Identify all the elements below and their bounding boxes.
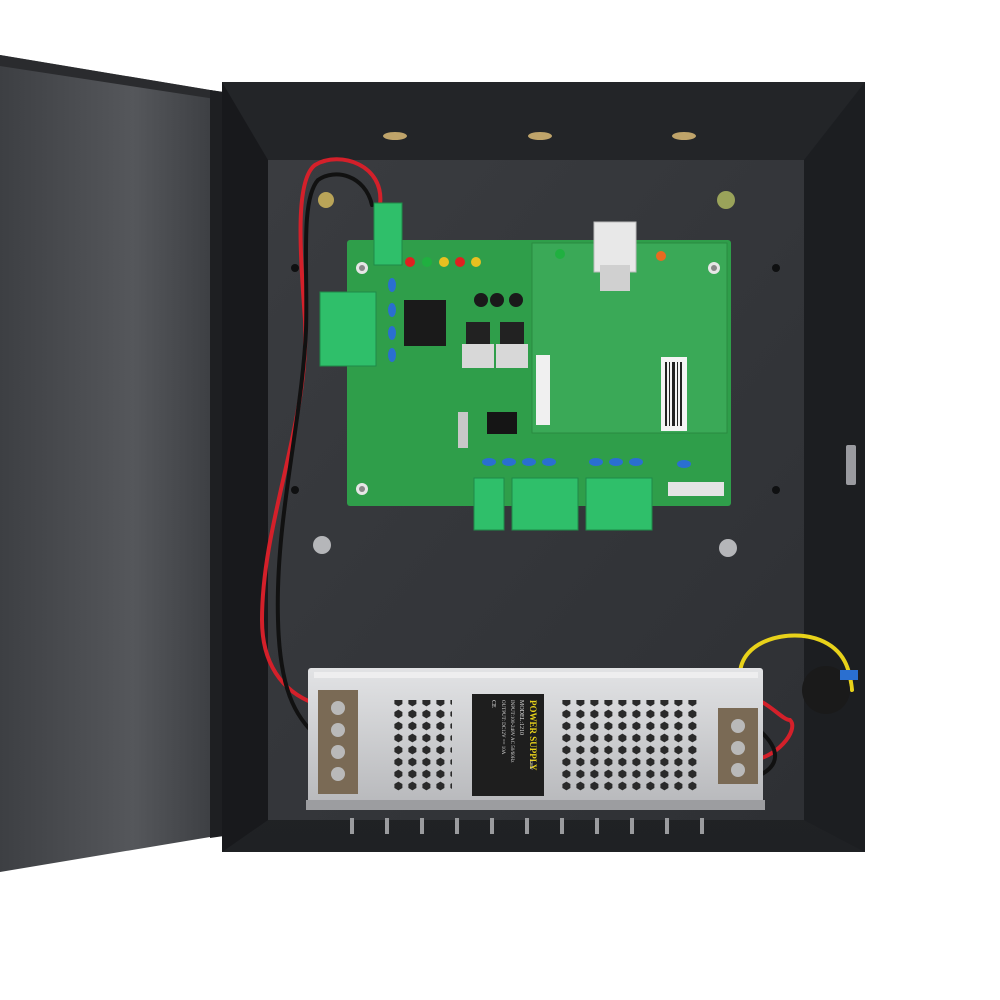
- terminal-block: [511, 477, 579, 531]
- terminal-block-power: [373, 202, 403, 266]
- power-supply-unit: POWER SUPPLY 120W MODEL:1210 INPUT:100-2…: [306, 668, 765, 810]
- vent-holes: [390, 700, 452, 792]
- psu-rating: 120W: [529, 760, 534, 770]
- ethernet-port: [593, 221, 637, 273]
- terminal-block: [585, 477, 653, 531]
- relay: [404, 300, 446, 346]
- psu-marks: CE: [490, 700, 496, 708]
- psu-label: [472, 694, 544, 796]
- ic-chip: [487, 412, 517, 434]
- led-green: [555, 249, 565, 259]
- psu-input: INPUT:100-240V AC 50/60Hz: [509, 700, 514, 763]
- psu-brand: POWER SUPPLY: [528, 700, 538, 771]
- psu-model: MODEL:1210: [518, 700, 524, 735]
- psu-output: OUTPUT: DC12V == 10A: [500, 700, 505, 755]
- door-latch: [846, 445, 856, 485]
- led-yellow: [439, 257, 449, 267]
- knockout-slot: [672, 132, 696, 140]
- mount-screw: [318, 192, 334, 208]
- controller-pcb: [347, 221, 731, 506]
- terminal-block-lock: [319, 291, 377, 367]
- mount-screw: [313, 536, 331, 554]
- led-red: [405, 257, 415, 267]
- cabinet-door: [0, 55, 245, 872]
- mount-screw: [719, 539, 737, 557]
- mount-screw: [717, 191, 735, 209]
- mains-inlet: [802, 666, 858, 714]
- knockout-slot: [528, 132, 552, 140]
- vent-holes: [560, 700, 700, 792]
- knockout-slot: [383, 132, 407, 140]
- terminal-block: [473, 477, 505, 531]
- led-yellow: [471, 257, 481, 267]
- terminal-blocks: [319, 202, 653, 531]
- led-red: [455, 257, 465, 267]
- led-orange: [656, 251, 666, 261]
- led-green: [422, 257, 432, 267]
